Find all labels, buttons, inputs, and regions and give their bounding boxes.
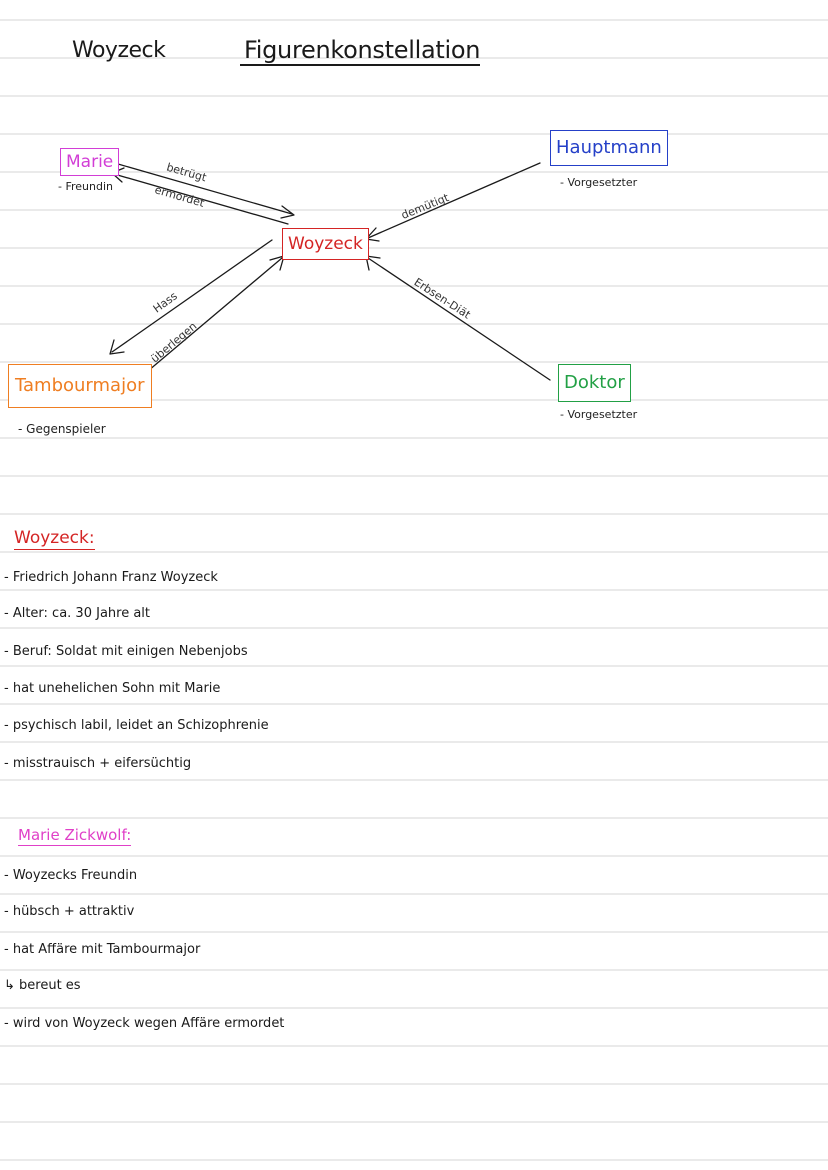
woyzeck-point-1: - Friedrich Johann Franz Woyzeck xyxy=(4,570,218,585)
woyzeck-point-4: - hat unehelichen Sohn mit Marie xyxy=(4,681,221,696)
node-doktor-role: - Vorgesetzter xyxy=(560,408,638,421)
node-tambourmajor-role: - Gegenspieler xyxy=(18,422,106,436)
marie-heading: Marie Zickwolf: xyxy=(18,826,132,846)
node-woyzeck: Woyzeck xyxy=(282,228,369,260)
marie-point-5: - wird von Woyzeck wegen Affäre ermordet xyxy=(4,1016,285,1031)
node-marie: Marie xyxy=(60,148,120,176)
arrow-woyzeck-tambourmajor xyxy=(111,239,273,353)
woyzeck-point-3: - Beruf: Soldat mit einigen Nebenjobs xyxy=(4,644,248,659)
woyzeck-point-6: - misstrauisch + eifersüchtig xyxy=(4,756,192,771)
arrow-hauptmann-woyzeck xyxy=(367,162,541,239)
arrow-woyzeck-marie xyxy=(113,173,289,225)
marie-point-1: - Woyzecks Freundin xyxy=(4,868,138,883)
woyzeck-heading: Woyzeck: xyxy=(14,528,95,550)
woyzeck-point-2: - Alter: ca. 30 Jahre alt xyxy=(4,606,151,621)
marie-point-4: ↳ bereut es xyxy=(4,978,81,993)
topic-label: Woyzeck xyxy=(72,38,166,63)
arrow-marie-woyzeck xyxy=(117,163,293,215)
arrow-tambourmajor-woyzeck xyxy=(141,257,283,377)
title-underline xyxy=(240,64,480,66)
marie-point-2: - hübsch + attraktiv xyxy=(4,904,135,919)
node-tambourmajor: Tambourmajor xyxy=(8,364,152,408)
marie-heading-text: Marie Zickwolf: xyxy=(18,826,132,846)
page-title: Figurenkonstellation xyxy=(244,36,481,64)
node-hauptmann-role: - Vorgesetzter xyxy=(560,176,638,189)
node-hauptmann: Hauptmann xyxy=(550,130,668,166)
woyzeck-heading-text: Woyzeck: xyxy=(14,528,95,550)
arrow-doktor-woyzeck xyxy=(367,257,551,381)
marie-point-3: - hat Affäre mit Tambourmajor xyxy=(4,942,201,957)
woyzeck-point-5: - psychisch labil, leidet an Schizophren… xyxy=(4,718,269,733)
node-doktor: Doktor xyxy=(558,364,631,402)
node-marie-role: - Freundin xyxy=(58,180,113,193)
